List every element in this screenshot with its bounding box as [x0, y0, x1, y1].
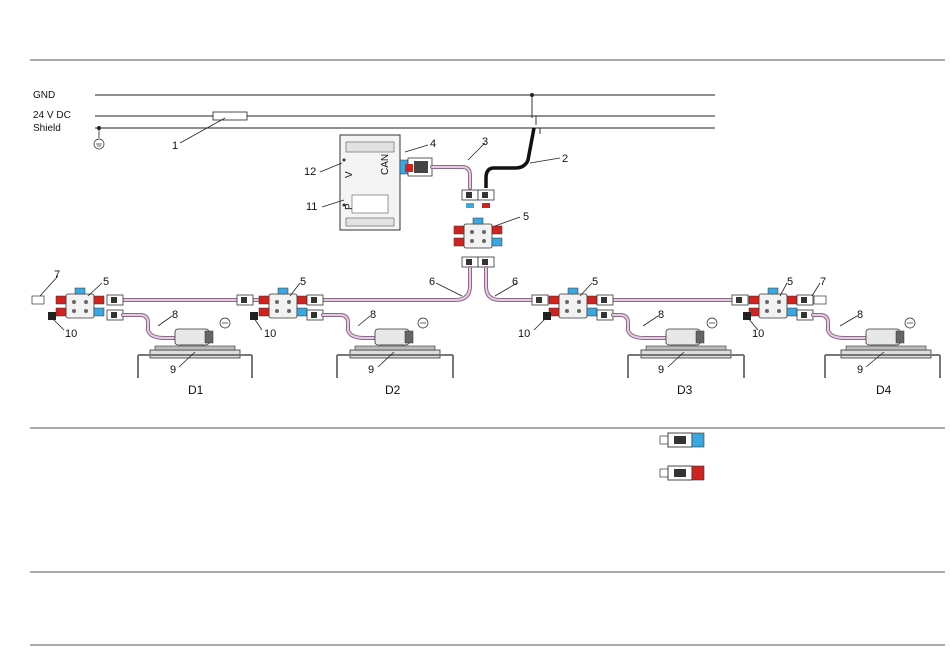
controller-can-label: CAN: [380, 154, 391, 175]
callout-5-d3: 5: [592, 276, 598, 288]
callout-8-d3: 8: [658, 309, 664, 321]
callout-8-d1: 8: [172, 309, 178, 321]
callout-5-d4: 5: [787, 276, 793, 288]
controller-p-label: P: [344, 203, 355, 210]
drive-labels: D1 D2 D3 D4: [188, 383, 892, 397]
callout-7-d1: 7: [54, 269, 60, 281]
bus-label-gnd: GND: [33, 90, 55, 101]
callout-2: 2: [562, 153, 568, 165]
callout-10-d2: 10: [264, 328, 276, 340]
callout-11: 11: [306, 201, 317, 213]
callout-6-left: 6: [429, 276, 435, 288]
connector-blue-icon: [692, 433, 704, 447]
drop-cable-3: [432, 167, 470, 188]
callout-5-central: 5: [523, 211, 529, 223]
drive-label-d3: D3: [677, 383, 693, 397]
controller: CAN V P: [340, 135, 432, 230]
callout-5-d1: 5: [103, 276, 109, 288]
drive-label-d1: D1: [188, 383, 204, 397]
callout-9-d2: 9: [368, 364, 374, 376]
callout-5-d2: 5: [300, 276, 306, 288]
callout-10-d3: 10: [518, 328, 530, 340]
callout-10-d4: 10: [752, 328, 764, 340]
bus-label-24vdc: 24 V DC: [33, 110, 71, 121]
callout-9-d4: 9: [857, 364, 863, 376]
connector-red-icon: [692, 466, 704, 480]
trunk-cable: [486, 93, 540, 188]
callout-10-d1: 10: [65, 328, 77, 340]
callout-7-d4: 7: [820, 276, 826, 288]
legend-connector-red: [660, 466, 704, 480]
callout-3: 3: [482, 136, 488, 148]
callout-9-d3: 9: [658, 364, 664, 376]
controller-v-label: V: [344, 171, 355, 178]
fuse: [213, 112, 247, 120]
callout-9-d1: 9: [170, 364, 176, 376]
callout-6-right: 6: [512, 276, 518, 288]
callout-1: 1: [172, 140, 178, 152]
drive-label-d4: D4: [876, 383, 892, 397]
callout-4: 4: [430, 138, 436, 150]
callout-8-d2: 8: [370, 309, 376, 321]
callout-8-d4: 8: [857, 309, 863, 321]
bus-label-shield: Shield: [33, 123, 61, 134]
legend-connector-blue: [660, 433, 704, 447]
drive-label-d2: D2: [385, 383, 401, 397]
callout-12: 12: [304, 166, 316, 178]
central-tee: [454, 218, 502, 248]
trunk-cable-left: [300, 268, 470, 300]
